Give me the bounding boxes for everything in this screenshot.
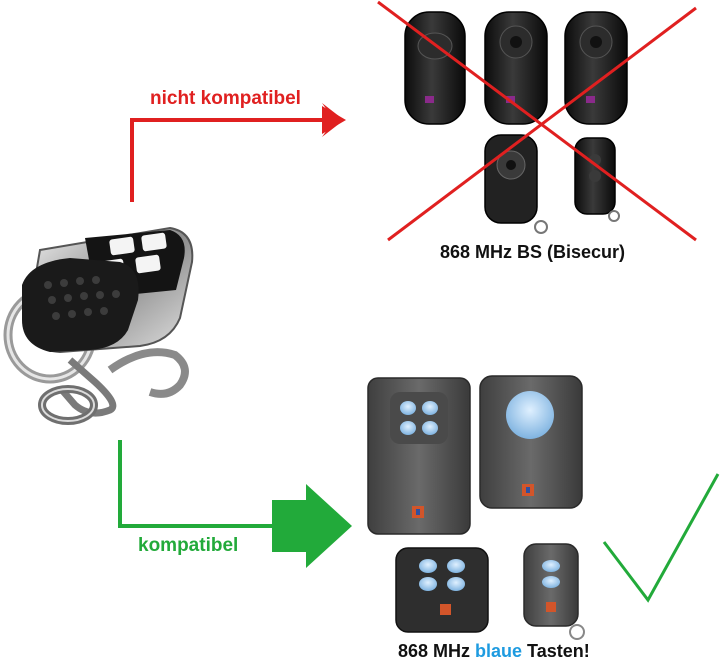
- bisecur-remote-5: [574, 137, 620, 222]
- compatible-remote-4: [523, 543, 585, 640]
- compatible-caption: 868 MHz blaue Tasten!: [398, 641, 590, 662]
- compatible-arrow-icon: [118, 440, 352, 568]
- cross-mark-icon: [377, 0, 697, 242]
- bisecur-caption: 868 MHz BS (Bisecur): [440, 242, 626, 262]
- bisecur-remote-2: [484, 11, 548, 125]
- bisecur-remote-4: [484, 134, 548, 234]
- caption-highlight: blaue: [475, 641, 523, 661]
- caption-prefix: 868 MHz: [398, 641, 476, 661]
- caption-suffix: Tasten!: [522, 641, 590, 661]
- incompatible-label: nicht kompatibel: [150, 88, 301, 109]
- compatible-remote-3: [395, 547, 489, 633]
- compatible-remote-2: [479, 375, 583, 509]
- compatible-remote-1: [367, 377, 471, 535]
- incompatible-arrow-icon: [130, 103, 346, 202]
- compatible-label: kompatibel: [138, 535, 239, 556]
- check-mark-icon: [602, 473, 720, 603]
- universal-remote-image: [3, 226, 194, 425]
